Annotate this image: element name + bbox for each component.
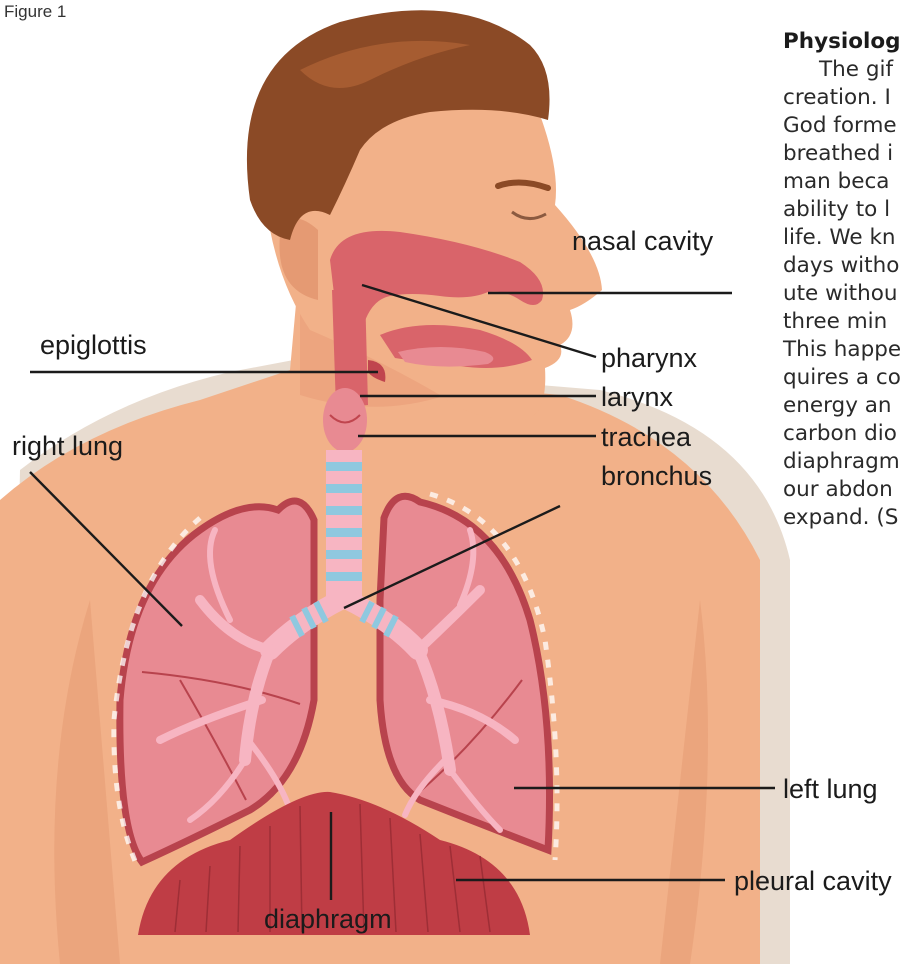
label-right-lung: right lung	[12, 431, 123, 461]
label-bronchus: bronchus	[601, 461, 712, 491]
label-nasal-cavity: nasal cavity	[572, 226, 714, 256]
label-trachea: trachea	[601, 422, 692, 452]
article-line: ability to l	[783, 196, 913, 224]
article-line: our abdon	[783, 476, 913, 504]
article-line: man beca	[783, 168, 913, 196]
label-pleural-cavity: pleural cavity	[734, 866, 892, 896]
article-heading: Physiolog	[783, 28, 913, 56]
article-line: expand. (S	[783, 504, 913, 532]
article-line: diaphragm	[783, 448, 913, 476]
label-pharynx: pharynx	[601, 343, 698, 373]
article-line: breathed i	[783, 140, 913, 168]
article-line: carbon dio	[783, 420, 913, 448]
article-line: creation. I	[783, 84, 913, 112]
label-diaphragm: diaphragm	[264, 904, 392, 934]
larynx-shape	[323, 388, 367, 452]
article-line: quires a co	[783, 364, 913, 392]
article-line: The gif	[783, 56, 913, 84]
article-line: This happe	[783, 336, 913, 364]
label-larynx: larynx	[601, 382, 674, 412]
article-line: three min	[783, 308, 913, 336]
figure-caption: Figure 1	[4, 2, 66, 22]
label-left-lung: left lung	[783, 774, 878, 804]
article-line: days witho	[783, 252, 913, 280]
article-line: energy an	[783, 392, 913, 420]
article-line: life. We kn	[783, 224, 913, 252]
article-line: ute withou	[783, 280, 913, 308]
label-epiglottis: epiglottis	[40, 330, 147, 360]
article-line: God forme	[783, 112, 913, 140]
